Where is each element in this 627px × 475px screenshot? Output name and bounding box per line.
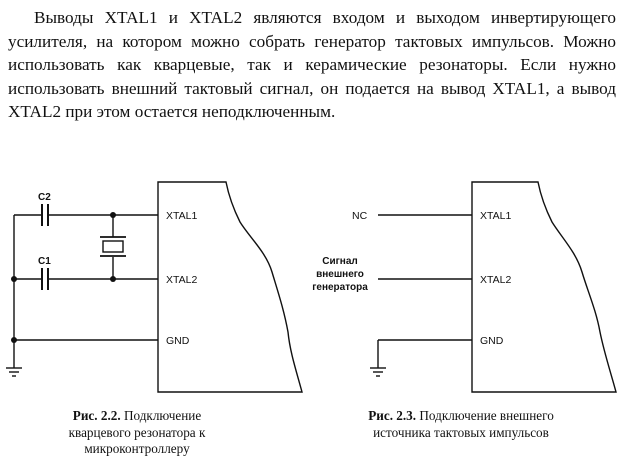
- c2-label: C2: [38, 192, 51, 203]
- signal-label-line3: генератора: [312, 282, 368, 293]
- fig1-caption-line1: Подключение: [123, 408, 202, 423]
- fig2-pin-xtal2: XTAL2: [480, 274, 511, 286]
- c1-label: C1: [38, 256, 51, 267]
- fig1-pin-xtal2: XTAL2: [166, 274, 197, 286]
- figure-2-2-caption: Рис. 2.2. Подключение кварцевого резонат…: [14, 408, 260, 458]
- fig1-caption-line2: кварцевого резонатора к: [68, 424, 206, 440]
- figure-2-3-schematic: [370, 181, 617, 393]
- fig2-caption-line1: Подключение внешнего: [419, 408, 554, 423]
- fig1-caption-number: Рис. 2.2.: [72, 408, 121, 423]
- signal-label-line2: внешнего: [316, 269, 364, 280]
- fig2-pin-xtal1: XTAL1: [480, 210, 511, 222]
- figure-2-2-schematic: [6, 181, 303, 393]
- signal-label-line1: Сигнал: [322, 256, 358, 267]
- fig2-caption-line2: источника тактовых импульсов: [373, 424, 549, 440]
- fig1-caption-line3: микроконтроллеру: [84, 441, 190, 456]
- c1-gap: [43, 276, 47, 282]
- fig1-pin-xtal1: XTAL1: [166, 210, 197, 222]
- fig2-pin-gnd: GND: [480, 335, 504, 347]
- body-paragraph: Выводы XTAL1 и XTAL2 являются входом и в…: [8, 8, 616, 122]
- mcu-body-left: [157, 181, 303, 393]
- fig2-caption-number: Рис. 2.3.: [368, 408, 417, 423]
- mcu-body-right: [471, 181, 617, 393]
- fig1-pin-gnd: GND: [166, 335, 190, 347]
- c2-gap: [43, 212, 47, 218]
- nc-label: NC: [352, 210, 368, 222]
- junction-dots: [11, 212, 116, 343]
- figure-2-3-caption: Рис. 2.3. Подключение внешнего источника…: [316, 408, 606, 441]
